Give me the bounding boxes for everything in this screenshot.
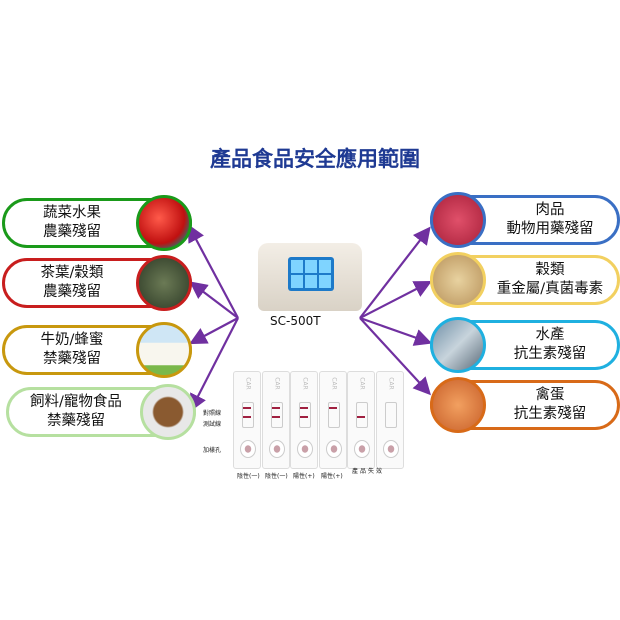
arrow-meat — [359, 226, 431, 319]
category-subtitle: 農藥殘留 — [43, 284, 101, 300]
pet-food-image — [140, 384, 196, 440]
test-strip: CAR — [347, 371, 375, 469]
arrow-grain — [359, 280, 432, 319]
category-subtitle: 禁藥殘留 — [47, 413, 105, 429]
sample-well-label: 加樣孔 — [203, 447, 222, 454]
category-subtitle: 動物用藥殘留 — [506, 221, 594, 237]
category-eggs: 禽蛋抗生素殘留 — [430, 377, 620, 433]
eggs-image — [430, 377, 486, 433]
fish-image — [430, 317, 486, 373]
strip-brand: CAR — [273, 377, 281, 390]
category-title: 穀類 — [535, 262, 565, 278]
test-strip: CAR — [375, 371, 404, 469]
grain-image — [430, 252, 486, 308]
category-subtitle: 農藥殘留 — [43, 224, 101, 240]
test-strips-image: CAR CAR CAR CAR CAR CAR — [233, 371, 405, 469]
arrow-tea — [189, 281, 239, 319]
category-title: 蔬菜水果 — [43, 205, 101, 221]
test-strip: CAR — [233, 371, 261, 469]
tomato-image — [136, 195, 192, 251]
invalid-label: 產品失效 — [352, 468, 385, 475]
category-title: 茶葉/穀類 — [40, 265, 104, 281]
device-label: SC-500T — [270, 314, 321, 328]
category-pet-food: 飼料/寵物食品禁藥殘留 — [6, 384, 196, 440]
category-subtitle: 抗生素殘留 — [513, 406, 587, 422]
strip-brand: CAR — [330, 377, 338, 390]
page-title: 產品食品安全應用範圍 — [210, 147, 420, 171]
category-grain: 穀類重金屬/真菌毒素 — [430, 252, 620, 308]
test-line-label: 測試線 — [203, 421, 222, 428]
arrow-feed — [189, 317, 239, 412]
category-subtitle: 抗生素殘留 — [513, 346, 587, 362]
strip-brand: CAR — [387, 377, 395, 390]
category-tomato: 蔬菜水果農藥殘留 — [2, 195, 192, 251]
category-title: 牛奶/蜂蜜 — [40, 332, 104, 348]
tea-leaves-image — [136, 255, 192, 311]
category-title: 禽蛋 — [535, 387, 565, 403]
category-title: 肉品 — [535, 202, 565, 218]
category-meat: 肉品動物用藥殘留 — [430, 192, 620, 248]
result-label: 陽性(+) — [293, 473, 315, 480]
strip-brand: CAR — [301, 377, 309, 390]
sc-500t-device-image — [258, 243, 362, 311]
result-label: 陰性(一) — [237, 473, 260, 480]
arrow-vegetables — [187, 224, 239, 319]
strip-brand: CAR — [358, 377, 366, 390]
result-label: 陽性(+) — [321, 473, 343, 480]
category-title: 水產 — [535, 327, 565, 343]
test-strip: CAR — [261, 371, 290, 469]
test-strip: CAR — [318, 371, 347, 469]
result-label: 陰性(一) — [265, 473, 288, 480]
arrow-eggs — [359, 317, 431, 396]
category-title: 飼料/寵物食品 — [30, 394, 122, 410]
category-milk: 牛奶/蜂蜜禁藥殘留 — [2, 322, 192, 378]
category-subtitle: 重金屬/真菌毒素 — [496, 281, 604, 297]
control-line-label: 對照線 — [203, 410, 222, 417]
test-strip: CAR — [290, 371, 318, 469]
arrow-fish — [359, 316, 433, 346]
strip-brand: CAR — [244, 377, 252, 390]
category-fish: 水產抗生素殘留 — [430, 317, 620, 373]
category-subtitle: 禁藥殘留 — [43, 351, 101, 367]
milk-image — [136, 322, 192, 378]
meat-image — [430, 192, 486, 248]
arrow-milk — [189, 317, 239, 345]
category-tea-leaves: 茶葉/穀類農藥殘留 — [2, 255, 192, 311]
